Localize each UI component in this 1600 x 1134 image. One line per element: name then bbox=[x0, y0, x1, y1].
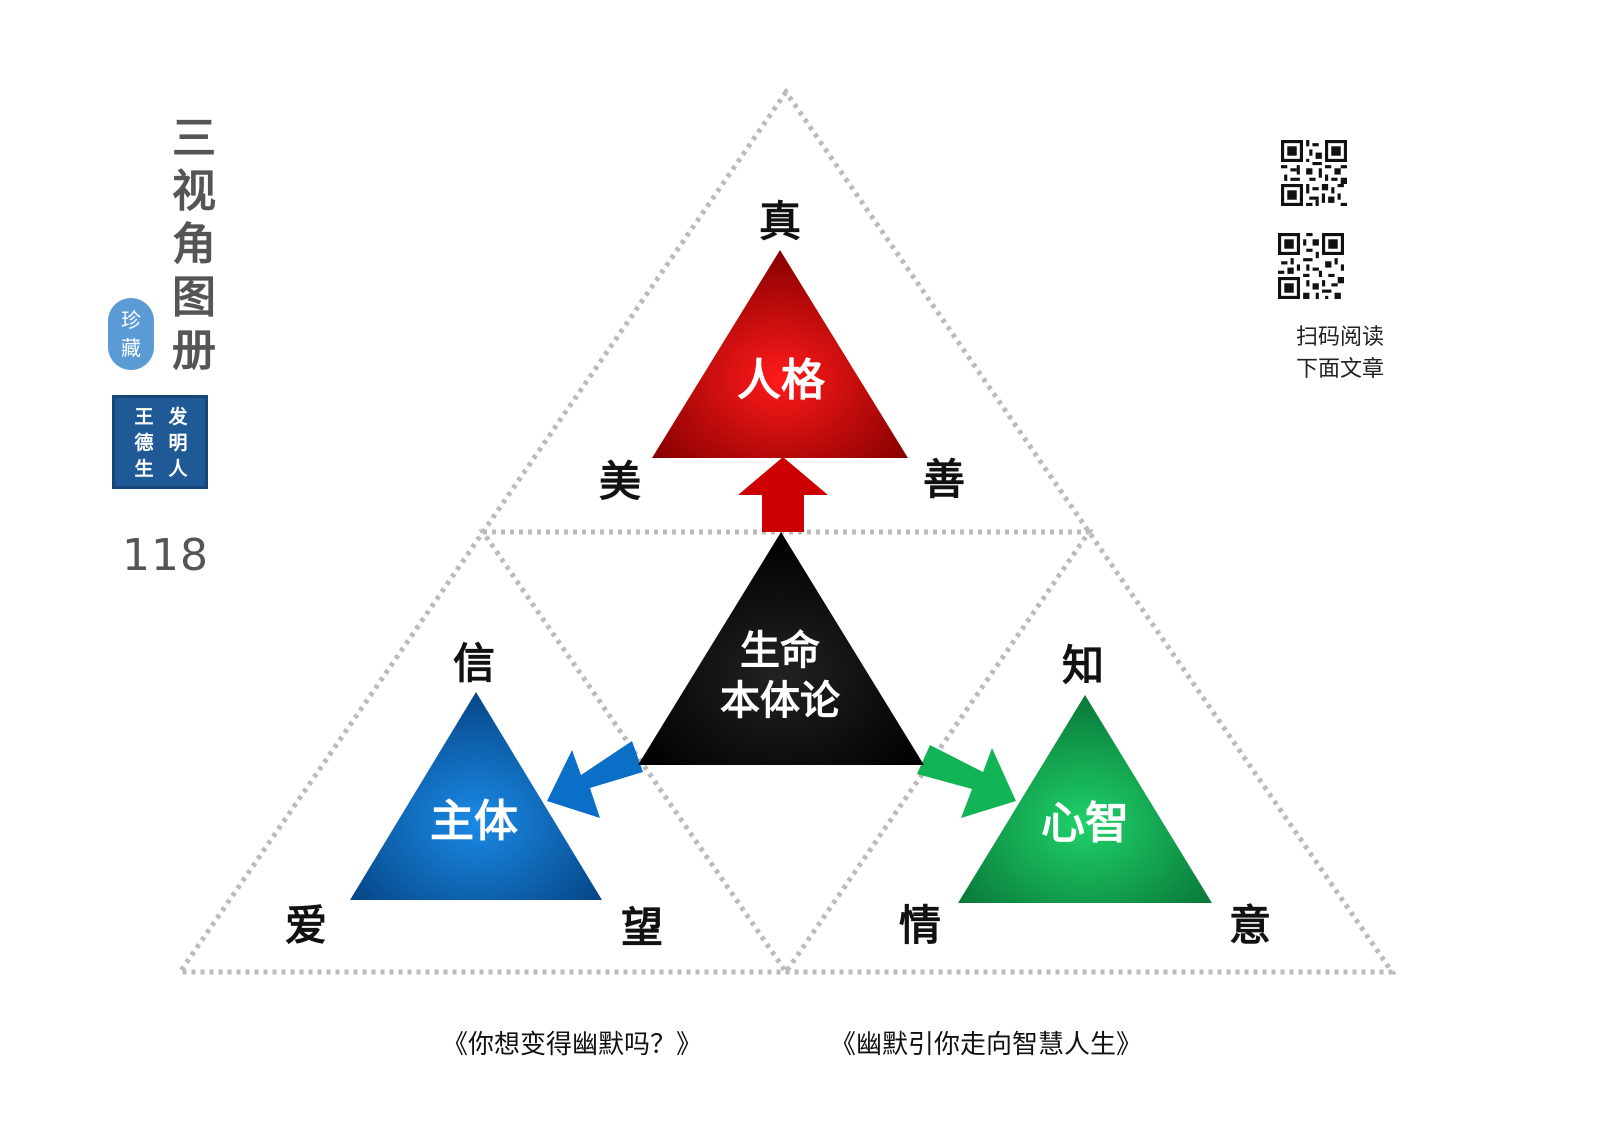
seal-char: 王 bbox=[134, 406, 154, 428]
seal-char: 明 bbox=[168, 432, 188, 454]
arrow-left-blue bbox=[547, 741, 643, 818]
corner-label-mei: 美 bbox=[599, 457, 641, 506]
triangle-top-red bbox=[652, 250, 908, 458]
corner-label-ai: 爱 bbox=[285, 901, 327, 950]
corner-label-shan: 善 bbox=[923, 455, 965, 504]
seal-column-right: 发 明 人 bbox=[165, 404, 191, 482]
corner-label-xin: 信 bbox=[453, 639, 495, 688]
corner-label-zhi: 知 bbox=[1062, 641, 1104, 690]
title-char: 三 bbox=[172, 113, 216, 164]
page-number: 118 bbox=[122, 530, 209, 581]
qr-caption: 扫码阅读 下面文章 bbox=[1280, 322, 1400, 386]
qr-code-icon[interactable] bbox=[1281, 140, 1347, 206]
triangle-center-black bbox=[638, 532, 924, 765]
qr-code-icon[interactable] bbox=[1278, 233, 1344, 299]
title-char: 角 bbox=[172, 219, 216, 270]
collection-seal: 珍 藏 bbox=[108, 298, 154, 370]
left-triangle-label: 主体 bbox=[430, 796, 518, 847]
title-char: 图 bbox=[172, 272, 216, 323]
article-link-left[interactable]: 《你想变得幽默吗？》 bbox=[442, 1030, 703, 1060]
inventor-seal: 发 明 人 王 德 生 bbox=[112, 395, 208, 489]
top-triangle-label: 人格 bbox=[737, 355, 826, 406]
triangle-left-blue bbox=[350, 692, 602, 900]
seal-char: 发 bbox=[168, 406, 188, 428]
right-triangle-label: 心智 bbox=[1041, 798, 1129, 849]
corner-label-qing: 情 bbox=[899, 901, 941, 950]
seal-char: 珍 bbox=[121, 308, 141, 332]
seal-char: 藏 bbox=[121, 336, 141, 360]
corner-label-zhen: 真 bbox=[759, 197, 801, 246]
seal-column-left: 王 德 生 bbox=[131, 404, 157, 482]
title-char: 册 bbox=[172, 325, 216, 376]
corner-label-yi: 意 bbox=[1229, 901, 1271, 950]
qr-caption-line: 下面文章 bbox=[1295, 357, 1384, 382]
seal-char: 人 bbox=[168, 458, 188, 480]
center-triangle-label-line2: 本体论 bbox=[720, 678, 841, 724]
article-link-right[interactable]: 《幽默引你走向智慧人生》 bbox=[830, 1030, 1143, 1060]
corner-label-wang: 望 bbox=[621, 903, 663, 952]
arrow-right-green bbox=[917, 745, 1016, 818]
seal-char: 生 bbox=[134, 458, 154, 480]
qr-caption-line: 扫码阅读 bbox=[1295, 325, 1384, 350]
seal-char: 德 bbox=[134, 432, 154, 454]
triangle-right-green bbox=[958, 695, 1212, 903]
center-triangle-label-line1: 生命 bbox=[740, 628, 820, 674]
title-char: 视 bbox=[172, 166, 216, 217]
arrow-up-red bbox=[738, 457, 828, 532]
vertical-title: 三 视 角 图 册 bbox=[164, 112, 224, 377]
